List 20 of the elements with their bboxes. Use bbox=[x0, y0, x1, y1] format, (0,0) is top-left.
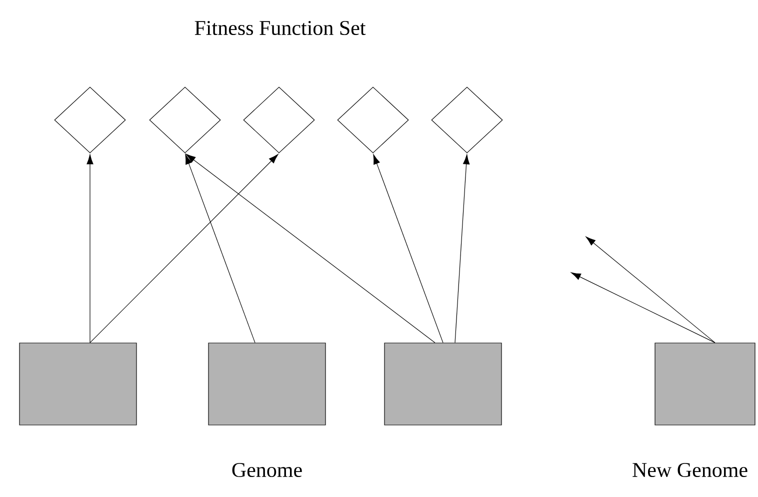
caption-label: New Genome bbox=[632, 462, 748, 478]
genome-box bbox=[654, 342, 756, 426]
diamond-shape bbox=[243, 86, 315, 154]
arrow bbox=[185, 154, 256, 343]
genome-box bbox=[384, 342, 502, 426]
caption-label: Genome bbox=[232, 462, 302, 478]
arrow bbox=[90, 154, 278, 343]
diamond-shape bbox=[54, 86, 126, 154]
arrow bbox=[186, 154, 436, 343]
genome-box bbox=[208, 342, 326, 426]
genome-box bbox=[19, 342, 137, 426]
arrow bbox=[586, 236, 716, 343]
arrow bbox=[373, 154, 444, 343]
arrow bbox=[454, 154, 470, 343]
arrow bbox=[86, 154, 94, 343]
title: Fitness Function Set bbox=[194, 20, 366, 36]
diamond-shape bbox=[431, 86, 503, 154]
arrow bbox=[571, 272, 716, 343]
diamond-shape bbox=[149, 86, 221, 154]
diamond-shape bbox=[337, 86, 409, 154]
